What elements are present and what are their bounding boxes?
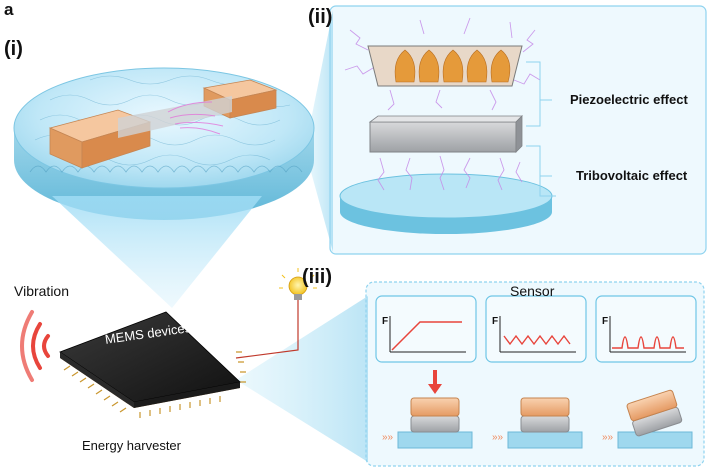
svg-text:»»: »» <box>602 432 614 443</box>
tribo-substrate <box>339 155 553 234</box>
piezo-stack <box>344 17 541 111</box>
zoom-beam-ii <box>305 10 333 252</box>
graph-3-axis-label: F <box>602 316 609 327</box>
tribovoltaic-effect-label: Tribovoltaic effect <box>576 168 688 183</box>
svg-text:»»: »» <box>382 432 394 443</box>
sensor-title: Sensor <box>510 283 555 299</box>
disc-glow-lines <box>167 101 224 135</box>
vibration-label: Vibration <box>14 283 70 299</box>
sensor-graph-2 <box>485 295 587 363</box>
sensor-graph-3 <box>595 295 697 363</box>
svg-text:»»: »» <box>492 432 504 443</box>
scenario-tilt: »» <box>602 389 693 449</box>
bulb-wire <box>235 300 299 359</box>
panel-letter: a <box>4 0 14 19</box>
mems-chip <box>59 311 246 418</box>
graph-1-axis-label: F <box>382 316 389 327</box>
vibration-waves <box>20 310 50 382</box>
scenario-press: »» <box>382 370 473 449</box>
effect-brackets <box>526 61 556 197</box>
piezoelectric-effect-label: Piezoelectric effect <box>570 92 688 107</box>
graph-2-axis-label: F <box>492 316 499 327</box>
zoom-beam-iii <box>236 296 368 462</box>
panel-i-label: (i) <box>4 38 23 60</box>
rim-arches <box>29 165 303 173</box>
panel-iii-label: (iii) <box>302 266 332 288</box>
light-bulb-icon <box>279 268 317 300</box>
middle-slab <box>368 115 523 153</box>
scenario-slide: »» <box>492 397 583 449</box>
panel-ii-label: (ii) <box>308 6 333 28</box>
energy-harvester-label: Energy harvester <box>82 438 181 453</box>
sensor-graph-1 <box>375 295 477 363</box>
zoom-beam-i <box>52 196 262 308</box>
